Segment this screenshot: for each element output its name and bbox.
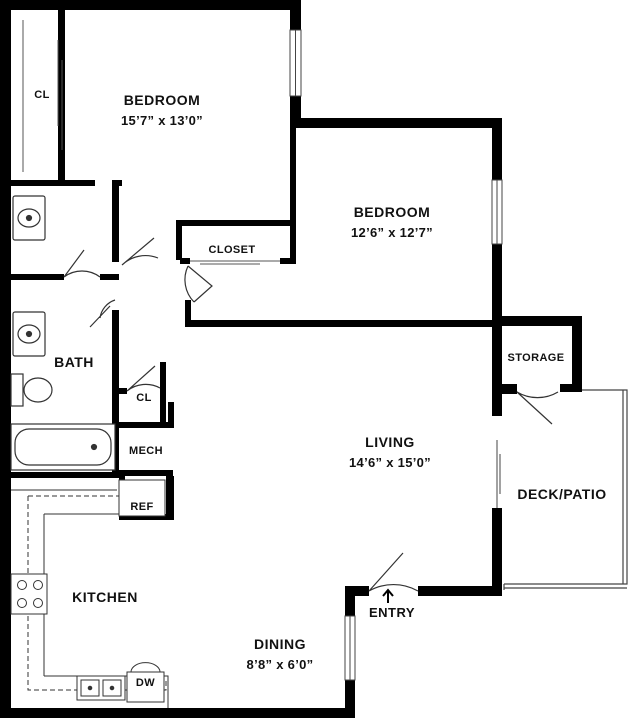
bedroom2-label: BEDROOM 12’6” x 12’7” xyxy=(338,205,446,239)
door-swings xyxy=(63,237,559,592)
storage-label: STORAGE xyxy=(507,352,565,364)
dw-label: DW xyxy=(135,677,156,689)
entry-arrow-icon xyxy=(382,588,394,603)
cl-hall-label: CL xyxy=(136,392,152,404)
bedroom2-dims: 12’6” x 12’7” xyxy=(351,225,433,240)
bedroom1-label: BEDROOM 15’7” x 13’0” xyxy=(108,93,216,127)
bedroom1-name: BEDROOM xyxy=(123,92,201,108)
bath-label: BATH xyxy=(54,354,94,370)
mech-label: MECH xyxy=(129,445,163,457)
living-name: LIVING xyxy=(365,434,415,450)
kitchen-fixtures xyxy=(10,479,169,708)
stove xyxy=(10,573,48,615)
refrigerator xyxy=(118,479,166,517)
bedroom2-name: BEDROOM xyxy=(353,204,431,220)
deck-label: DECK/PATIO xyxy=(517,486,607,502)
closet-label: CLOSET xyxy=(208,244,256,256)
bedroom1-dims: 15’7” x 13’0” xyxy=(121,113,203,128)
toilet-bowl xyxy=(23,377,53,403)
living-label: LIVING 14’6” x 15’0” xyxy=(336,435,444,469)
living-dims: 14’6” x 15’0” xyxy=(349,455,431,470)
deck-patio-outline xyxy=(503,389,628,590)
entry-label: ENTRY xyxy=(368,605,416,620)
walls xyxy=(0,0,582,718)
windows xyxy=(289,29,503,681)
kitchen-label: KITCHEN xyxy=(72,589,138,605)
bath-fixtures xyxy=(10,195,116,471)
cl-top-label: CL xyxy=(34,89,50,101)
toilet-tank xyxy=(10,373,24,407)
ref-label: REF xyxy=(130,501,154,513)
dining-label: DINING 8’8” x 6’0” xyxy=(226,637,334,671)
closet-sliders xyxy=(22,20,280,265)
dining-name: DINING xyxy=(254,636,306,652)
dining-dims: 8’8” x 6’0” xyxy=(246,657,314,672)
sliding-door xyxy=(496,440,501,508)
dishwasher xyxy=(126,671,165,703)
